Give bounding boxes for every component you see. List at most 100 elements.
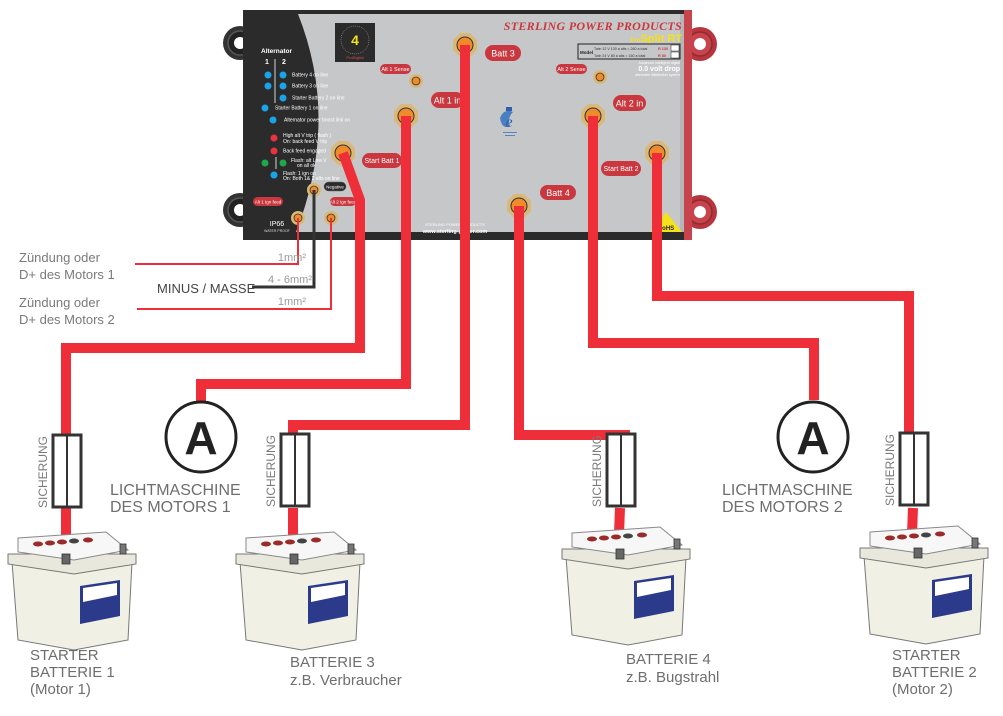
footer-brand: STERLING POWER PRODUCTS	[425, 222, 485, 227]
svg-text:Alternator power boost link on: Alternator power boost link on	[284, 118, 350, 124]
alternator-1-label-line2: DES MOTORS 1	[110, 499, 231, 516]
led-start-batt1	[261, 104, 269, 112]
led-status-panel: Alternator 1 2 Battery 4 on line Battery…	[261, 48, 350, 182]
tagline-bottom: alternator distribution system	[635, 73, 680, 77]
model-table: Model Twin 12 V 130 a alts = 260 a total…	[577, 43, 681, 60]
fuse-label: SICHERUNG	[36, 436, 50, 508]
alternator-2-label-line2: DES MOTORS 2	[722, 499, 843, 516]
led-alt1-low-v	[261, 159, 269, 167]
svg-text:Twin 24 V 80 a alts = 160 a t: Twin 24 V 80 a alts = 160 a total	[594, 54, 645, 58]
svg-text:Back feed engaged: Back feed engaged	[283, 149, 326, 155]
ignition-1-wire-size: 1mm²	[278, 252, 306, 264]
thin-wires	[135, 190, 332, 310]
led-alt1-batt4	[264, 71, 272, 79]
battery-3: BATTERIE 3 z.B. Verbraucher	[235, 531, 402, 689]
brand-name: STERLING POWER PRODUCTS	[504, 19, 682, 33]
tagline-top: Advanced intelligent digital	[639, 61, 681, 65]
svg-text:Alt 1 Ign feed: Alt 1 Ign feed	[255, 200, 282, 205]
fuse-4: SICHERUNG	[590, 432, 637, 508]
ignition-2-label-line1: Zündung oder	[19, 295, 101, 310]
svg-text:High alt V trip ( flash ): High alt V trip ( flash )	[283, 133, 331, 139]
cable-batt4	[514, 206, 630, 440]
battery-label-line3: (Motor 1)	[30, 681, 91, 698]
svg-text:Starter Battery 2 on line: Starter Battery 2 on line	[292, 96, 345, 102]
battery-label-line1: STARTER	[30, 647, 99, 664]
terminal-label-alt1-in: Alt 1 in	[431, 92, 464, 108]
footer-url: www.sterling-power.com	[422, 229, 488, 235]
led-alt1-batt3	[264, 82, 272, 90]
battery-label-line2: BATTERIE 1	[30, 664, 115, 681]
svg-text:2: 2	[282, 59, 286, 66]
alternator-1-label-line1: LICHTMASCHINE	[110, 482, 241, 499]
terminal-label-alt1-sense: Alt 1 Sense	[380, 64, 411, 74]
svg-text:e: e	[505, 114, 512, 131]
ip-sub: WATER PROOF	[264, 229, 290, 233]
alternator-1: A LICHTMASCHINE DES MOTORS 1	[110, 400, 241, 516]
svg-text:Batt 4: Batt 4	[546, 188, 570, 198]
cable-start-batt2	[652, 153, 914, 440]
svg-text:Battery 3 on line: Battery 3 on line	[292, 84, 328, 90]
svg-text:Start Batt 1: Start Batt 1	[364, 158, 399, 165]
alternator-2-label-line1: LICHTMASCHINE	[722, 482, 853, 499]
terminal-label-alt1-ign: Alt 1 Ign feed	[253, 197, 283, 206]
terminal-label-alt2-ign: Alt 2 Ign feed	[330, 197, 357, 206]
svg-text:ProSplit RT: ProSplit RT	[630, 33, 682, 45]
ground-label: MINUS / MASSE	[157, 281, 256, 296]
battery-label-line2: z.B. Bugstrahl	[626, 669, 719, 686]
led-start-batt2	[279, 94, 287, 102]
terminal-label-negative: Negative	[323, 181, 347, 192]
battery-label-line1: BATTERIE 4	[626, 651, 711, 668]
d4-logo: 4 ProDigital	[335, 23, 375, 62]
svg-text:Flash: alt Low V: Flash: alt Low V	[291, 158, 327, 164]
svg-text:Flash: 1 ign on: Flash: 1 ign on	[283, 171, 316, 177]
alternator-symbol: A	[184, 412, 217, 464]
d4-logo-digit: 4	[351, 32, 359, 48]
stud-alt1-sense	[408, 73, 424, 89]
ip-rating: IP66	[270, 221, 285, 228]
panel-title: Alternator	[261, 48, 293, 55]
terminal-label-start-batt2: Start Batt 2	[601, 161, 641, 176]
battery-starter-1: STARTER BATTERIE 1 (Motor 1)	[7, 531, 137, 698]
battery-label-line1: BATTERIE 3	[290, 654, 375, 671]
svg-text:R 130: R 130	[658, 47, 668, 51]
svg-text:on all ok: on all ok	[297, 163, 316, 169]
led-high-v-trip	[270, 134, 278, 142]
award-emblem-icon: e	[500, 107, 517, 136]
ignition-1-label-line1: Zündung oder	[19, 250, 101, 265]
terminal-label-alt2-sense: Alt 2 Sense	[556, 64, 587, 74]
ignition-wire-2	[137, 218, 332, 310]
svg-text:On: Both 1& 2 alts on line: On: Both 1& 2 alts on line	[283, 176, 340, 182]
svg-text:Model: Model	[580, 50, 593, 55]
battery-label-line2: BATTERIE 2	[892, 664, 977, 681]
svg-text:Alt 2 in: Alt 2 in	[616, 99, 644, 109]
fuse-label: SICHERUNG	[590, 435, 604, 507]
fuse-label: SICHERUNG	[883, 434, 897, 506]
svg-text:Alt 2 Sense: Alt 2 Sense	[557, 67, 585, 73]
led-ign-on	[270, 171, 278, 179]
led-power-boost	[269, 116, 277, 124]
battery-label-line1: STARTER	[892, 647, 961, 664]
ignition-wire-1	[135, 218, 299, 265]
svg-text:Battery 4 on line: Battery 4 on line	[292, 73, 328, 79]
alternator-symbol: A	[796, 412, 829, 464]
stud-alt2-sense	[592, 69, 608, 85]
battery-starter-2: STARTER BATTERIE 2 (Motor 2)	[859, 525, 989, 698]
svg-text:On: back feed V trip: On: back feed V trip	[283, 139, 327, 145]
fuse-3: SICHERUNG	[264, 432, 311, 508]
terminal-label-batt3: Batt 3	[485, 45, 521, 61]
led-back-feed	[270, 147, 278, 155]
svg-text:Negative: Negative	[326, 185, 344, 190]
svg-text:R 80: R 80	[658, 54, 666, 58]
svg-text:1: 1	[265, 59, 269, 66]
ground-wire	[252, 190, 316, 289]
d4-logo-caption: ProDigital	[346, 55, 363, 60]
product-name: ProSplit RT	[630, 33, 682, 45]
fuse-label: SICHERUNG	[264, 435, 278, 507]
terminal-label-start-batt1: Start Batt 1	[362, 153, 402, 168]
ignition-1-label-line2: D+ des Motors 1	[19, 267, 115, 282]
battery-label-line2: z.B. Verbraucher	[290, 672, 402, 689]
ignition-2-wire-size: 1mm²	[278, 296, 306, 308]
svg-text:Alt 1 Sense: Alt 1 Sense	[381, 67, 409, 73]
ignition-2-label-line2: D+ des Motors 2	[19, 312, 115, 327]
